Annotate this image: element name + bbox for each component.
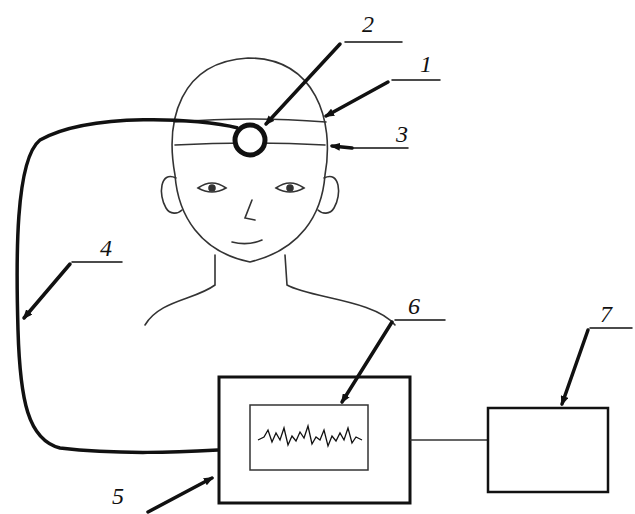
display-screen (250, 405, 368, 470)
leader-arrow (562, 330, 588, 404)
mouth (232, 240, 262, 244)
shoulder (285, 255, 395, 325)
computer-box (488, 408, 608, 492)
recorder-box (219, 377, 410, 503)
shoulder (145, 255, 215, 325)
callout-number: 2 (362, 12, 374, 36)
callout-number: 5 (112, 484, 124, 508)
cable (17, 120, 238, 453)
callout-number: 6 (408, 294, 420, 318)
leader-arrow (266, 44, 340, 124)
ear (318, 176, 339, 213)
nose (245, 200, 255, 220)
pupil (209, 185, 215, 191)
head-outline (172, 58, 327, 262)
leader-arrow (332, 146, 352, 148)
leader-arrow (24, 264, 70, 318)
eye (276, 183, 304, 192)
eye (198, 183, 226, 192)
callout-number: 3 (396, 122, 408, 146)
pupil (287, 185, 293, 191)
sensor (235, 125, 265, 155)
leader-arrow (342, 322, 392, 402)
connecting-wire (410, 439, 488, 441)
callout-number: 4 (100, 236, 112, 260)
callout-number: 7 (600, 302, 612, 326)
eeg-waveform (258, 426, 362, 446)
callout-number: 1 (420, 52, 432, 76)
ear (161, 176, 182, 213)
leader-arrow (148, 478, 212, 512)
leader-arrow (326, 82, 388, 116)
